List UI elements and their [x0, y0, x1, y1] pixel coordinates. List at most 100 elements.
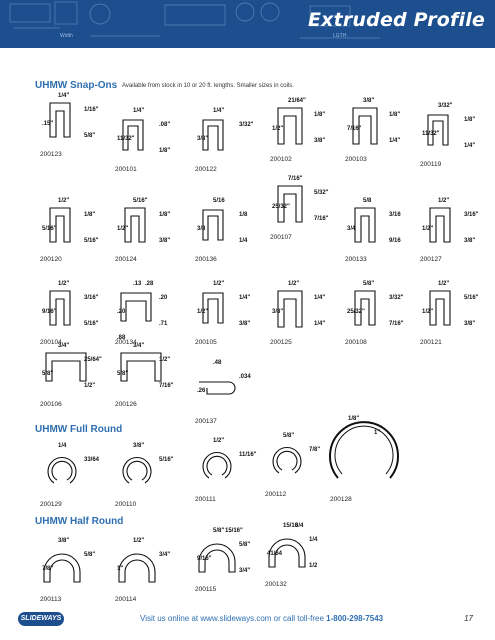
part-number: 200122 [195, 166, 217, 173]
dimension-label: .13 [133, 281, 142, 287]
header-banner: Width LGTH. Extruded Profile [0, 0, 495, 48]
dimension-label: 1/2" [197, 309, 209, 315]
profile-drawing [120, 292, 152, 322]
dimension-label: 25/32" [272, 204, 290, 210]
part-200106: 3/4"25/64"5/8"1/2"200106 [40, 343, 102, 415]
dimension-label: 3/16 [389, 212, 401, 218]
part-number: 200106 [40, 401, 62, 408]
part-200108: 5/8"3/32"25/32"7/16"200108 [345, 281, 405, 353]
profile-drawing [277, 185, 303, 223]
dimension-label: 1/8" [389, 112, 401, 118]
dimension-label: 5/16 [213, 198, 225, 204]
profile-drawing [277, 107, 303, 145]
dimension-label: 1/2" [288, 281, 300, 287]
dimension-label: 3/16" [464, 212, 479, 218]
part-200102: 21/64"1/8"1/2"3/8"200102 [270, 98, 330, 170]
profile-drawing [329, 421, 399, 479]
part-200115: 5/8"5/8"9/16"3/4"15/16"200115 [195, 528, 255, 600]
profile-drawing [120, 352, 162, 382]
part-200113: 3/8"5/8"7/8"200113 [40, 538, 100, 610]
part-number: 200136 [195, 256, 217, 263]
dimension-label: 1/2" [438, 198, 450, 204]
dimension-label: 1/2" [213, 438, 225, 444]
dimension-label: 5/8 [363, 198, 372, 204]
part-number: 200126 [115, 401, 137, 408]
part-number: 200129 [40, 501, 62, 508]
part-200120: 1/2"1/8"5/16"5/16"200120 [40, 198, 100, 270]
profile-drawing [43, 553, 81, 583]
dimension-label: 3/4" [159, 552, 171, 558]
section-title-full-round: UHMW Full Round [35, 424, 123, 435]
dimension-label: 5/16" [159, 457, 174, 463]
dimension-label: 3/32" [239, 122, 254, 128]
dimension-label: 3/8" [159, 238, 171, 244]
part-200121: 1/2"5/16"1/2"3/8"200121 [420, 281, 480, 353]
dimension-label: 1/8" [159, 148, 171, 154]
section-title-snap-ons: UHMW Snap-Ons [35, 80, 118, 91]
dimension-label: 11/16" [239, 452, 257, 458]
part-200111: 1/2"11/16"200111 [195, 438, 257, 510]
part-number: 200108 [345, 339, 367, 346]
dimension-label: .15" [42, 121, 54, 127]
dimension-label: .034 [239, 374, 251, 380]
dimension-label: 11/32" [422, 131, 440, 137]
section-note-snap-ons: Available from stock in 10 or 20 ft. len… [122, 83, 294, 89]
dimension-label: 1/4" [389, 138, 401, 144]
dimension-label: .26 [197, 388, 206, 394]
slideways-logo: SLIDEWAYS [18, 612, 64, 626]
part-number: 200124 [115, 256, 137, 263]
dimension-label: 1/2" [159, 357, 171, 363]
dimension-label: 1/8" [464, 117, 476, 123]
dimension-label: 9/16" [197, 556, 212, 562]
dimension-label: 1/4" [314, 295, 326, 301]
part-200119: 3/32"1/8"11/32"1/4"200119 [420, 103, 480, 175]
part-number: 200127 [420, 256, 442, 263]
profile-drawing [49, 102, 71, 138]
dimension-label: 1/4 [58, 443, 67, 449]
dimension-label: 1/16" [84, 107, 99, 113]
dimension-label: 1" [117, 566, 124, 572]
part-200127: 1/2"3/16"1/2"3/8"200127 [420, 198, 480, 270]
dimension-label: 5/8" [239, 542, 251, 548]
page-title: Extruded Profile [307, 9, 485, 31]
part-200114: 1/2"3/4"1"200114 [115, 538, 175, 610]
profile-drawing [49, 290, 71, 326]
dimension-label: 5/16" [133, 198, 148, 204]
dimension-label: 5/16" [42, 226, 57, 232]
dimension-label: 1/4" [58, 93, 70, 99]
dimension-label: 15/16" [225, 528, 243, 534]
profile-drawing [354, 290, 376, 326]
dimension-label: 5/8" [42, 371, 54, 377]
dimension-label: 3/32" [389, 295, 404, 301]
profile-drawing [352, 107, 378, 145]
part-number: 200102 [270, 156, 292, 163]
dimension-label: 3/8 [197, 226, 206, 232]
dimension-label: 1" [374, 430, 381, 436]
dimension-label: 3/8" [197, 136, 209, 142]
part-number: 200120 [40, 256, 62, 263]
dimension-label: .28 [145, 281, 154, 287]
dimension-label: 3/4 [347, 226, 356, 232]
dimension-label: 1/8" [84, 212, 96, 218]
dimension-label: 9/16 [389, 238, 401, 244]
dimension-label: 3/8" [133, 443, 145, 449]
part-number: 200104 [40, 339, 62, 346]
part-number: 200123 [40, 151, 62, 158]
dimension-label: .08" [159, 122, 171, 128]
section-title-half-round: UHMW Half Round [35, 516, 124, 527]
part-number: 200119 [420, 161, 442, 168]
dimension-label: 7/16" [159, 383, 174, 389]
dimension-label: 1/4" [133, 108, 145, 114]
dimension-label: 3/8" [464, 238, 476, 244]
part-200123: 1/4"1/16".15"5/8"200123 [40, 93, 100, 165]
dimension-label: 1/2" [438, 281, 450, 287]
dimension-label: 33/64 [84, 457, 100, 463]
dimension-label: 11/32" [117, 136, 135, 142]
dimension-label: 3/8" [272, 309, 284, 315]
part-200129: 1/4 33/64 200129 [40, 443, 100, 515]
part-200101: 1/4".08"11/32"1/8"200101 [115, 108, 175, 180]
dimension-label: .20 [117, 309, 126, 315]
footer-phone: 1-800-298-7543 [326, 614, 384, 623]
